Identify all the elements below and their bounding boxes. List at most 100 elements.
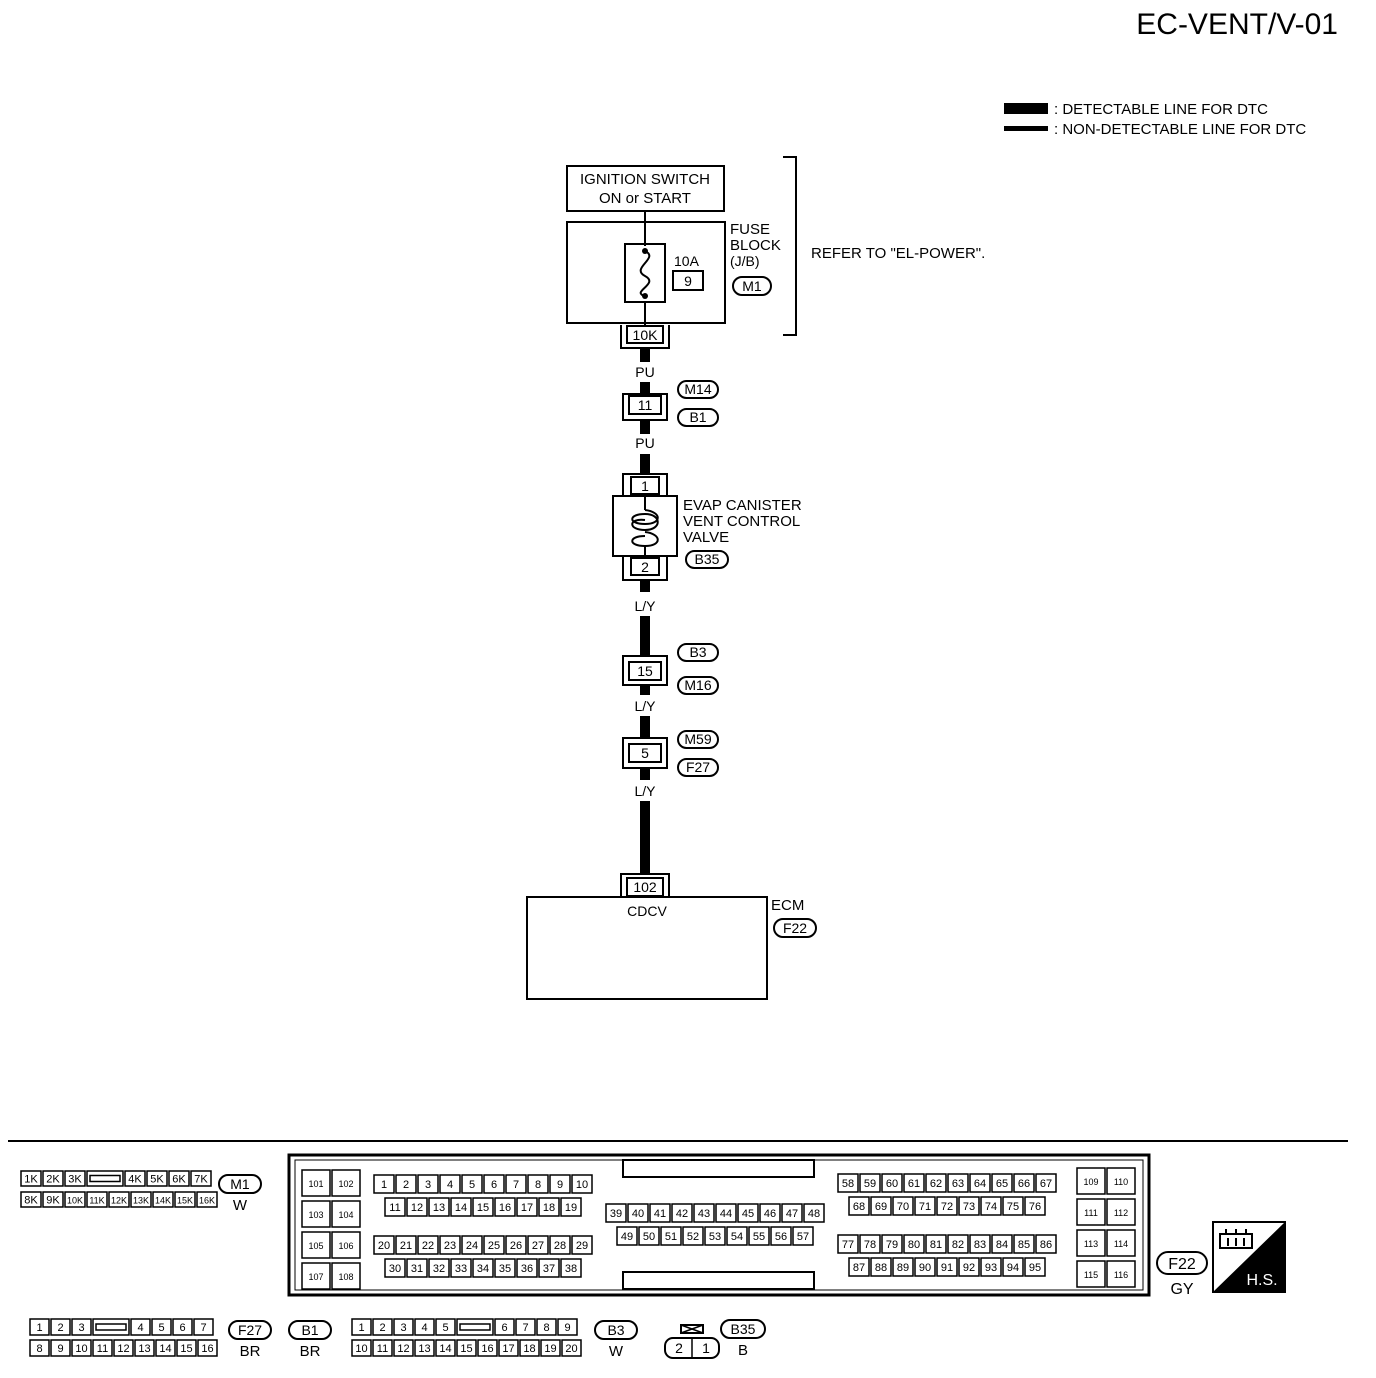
f22-pin-label: 43: [698, 1208, 710, 1220]
f22-pin-label: 16: [499, 1202, 511, 1214]
wire-3-color: L/Y: [634, 598, 656, 614]
f22-cavity: [947, 1173, 969, 1193]
f22-cavity: [803, 1203, 825, 1223]
f22-cavity: [980, 1196, 1002, 1216]
f22-pin-label: 105: [308, 1241, 323, 1251]
f22-pin-label: 29: [576, 1240, 588, 1252]
m1-pin-label: 5K: [150, 1174, 164, 1186]
f22-pin-label: 76: [1029, 1201, 1041, 1213]
b3-cavity: [456, 1339, 477, 1357]
m1-id: M1: [230, 1176, 250, 1192]
valve-label-3: VALVE: [683, 529, 729, 546]
ecm-box: [526, 896, 768, 1000]
valve-pin-top: 1: [641, 478, 649, 494]
f22-cavity: [571, 1174, 593, 1194]
f27-cavity: [155, 1339, 176, 1357]
f22-pin-label: 26: [510, 1240, 522, 1252]
f22-cavity: [461, 1235, 483, 1255]
f22-pin-label: 32: [433, 1263, 445, 1275]
joint-3-conn-bottom-badge: [677, 758, 719, 777]
f22-cavity: [301, 1200, 331, 1228]
f22-pin-label: 63: [952, 1178, 964, 1190]
f22-pin-label: 68: [853, 1201, 865, 1213]
f22-pin-label: 1: [381, 1179, 387, 1191]
f22-pin-label: 62: [930, 1178, 942, 1190]
f22-cavity: [428, 1197, 450, 1217]
f22-bottom-latch: [622, 1271, 815, 1290]
f22-cavity: [461, 1174, 483, 1194]
f22-pin-label: 54: [731, 1231, 743, 1243]
f22-pin-label: 13: [433, 1202, 445, 1214]
f27-cavity: [71, 1339, 92, 1357]
f22-pin-label: 89: [897, 1262, 909, 1274]
f22-cavity: [494, 1258, 516, 1278]
f22-pin-label: 7: [513, 1179, 519, 1191]
f27-pin-label: 4: [137, 1322, 143, 1334]
b3-cavity: [498, 1339, 519, 1357]
f22-pin-label: 12: [411, 1202, 423, 1214]
terminal-10k-label: 10K: [633, 327, 659, 343]
f27-badge: [228, 1320, 272, 1340]
f22-cavity: [837, 1234, 859, 1254]
ecm-connector-badge: [773, 918, 817, 938]
hs-badge-text: H.S.: [1246, 1272, 1277, 1289]
f22-cavity: [991, 1173, 1013, 1193]
f22-cavity: [560, 1258, 582, 1278]
f22-pin-label: 111: [1084, 1208, 1098, 1218]
joint-2-conn-top-badge: [677, 643, 719, 662]
f22-pin-label: 36: [521, 1263, 533, 1275]
b3-cavity: [494, 1318, 515, 1336]
wire-1b: [640, 382, 650, 394]
f22-pin-label: 79: [886, 1239, 898, 1251]
valve-label-2: VENT CONTROL: [683, 513, 800, 530]
f22-cavity: [969, 1234, 991, 1254]
joint-1-conn-bottom-badge: [677, 408, 719, 427]
f22-cavity: [395, 1235, 417, 1255]
f22-cavity: [605, 1203, 627, 1223]
f22-cavity: [980, 1257, 1002, 1277]
f22-pin-label: 15: [477, 1202, 489, 1214]
f27-cavity: [50, 1318, 71, 1336]
b3-pin-label: 1: [358, 1322, 364, 1334]
f22-pin-label: 33: [455, 1263, 467, 1275]
f22-cavity: [848, 1257, 870, 1277]
b3-cavity: [456, 1318, 494, 1336]
f22-cavity: [1106, 1198, 1136, 1226]
f22-pin-label: 94: [1007, 1262, 1019, 1274]
b3-cavity: [515, 1318, 536, 1336]
b3-cavity: [477, 1339, 498, 1357]
b3-pin-label: 19: [544, 1343, 556, 1355]
f22-cavity: [638, 1226, 660, 1246]
f22-pin-label: 61: [908, 1178, 920, 1190]
b3-cavity: [414, 1318, 435, 1336]
f22-cavity: [881, 1234, 903, 1254]
f22-cavity: [969, 1173, 991, 1193]
f22-pin-label: 8: [535, 1179, 541, 1191]
m1-pin-label: 3K: [68, 1174, 82, 1186]
f22-pin-label: 116: [1114, 1270, 1128, 1280]
f22-pin-label: 5: [469, 1179, 475, 1191]
joint-1-conn-top: M14: [684, 381, 711, 397]
f22-pin-label: 18: [543, 1202, 555, 1214]
f27-pin-label: 3: [78, 1322, 84, 1334]
f22-cavity: [759, 1203, 781, 1223]
f22-pin-label: 6: [491, 1179, 497, 1191]
m1-pin-label: 7K: [194, 1174, 208, 1186]
wire-4: [640, 685, 650, 695]
f22-pin-label: 108: [338, 1272, 353, 1282]
f22-cavity: [837, 1173, 859, 1193]
f22-pin-label: 80: [908, 1239, 920, 1251]
b3-pin-label: 14: [439, 1343, 451, 1355]
f22-cavity: [1106, 1229, 1136, 1257]
f27-cavity: [50, 1339, 71, 1357]
f22-pin-label: 73: [963, 1201, 975, 1213]
m1-pin-label: 8K: [24, 1195, 38, 1207]
f22-pin-label: 52: [687, 1231, 699, 1243]
m1-cavity: [42, 1170, 64, 1187]
f27-cavity: [193, 1318, 214, 1336]
f22-cavity: [331, 1200, 361, 1228]
f22-pin-label: 88: [875, 1262, 887, 1274]
f27-pin-label: 5: [158, 1322, 164, 1334]
f22-pin-label: 37: [543, 1263, 555, 1275]
